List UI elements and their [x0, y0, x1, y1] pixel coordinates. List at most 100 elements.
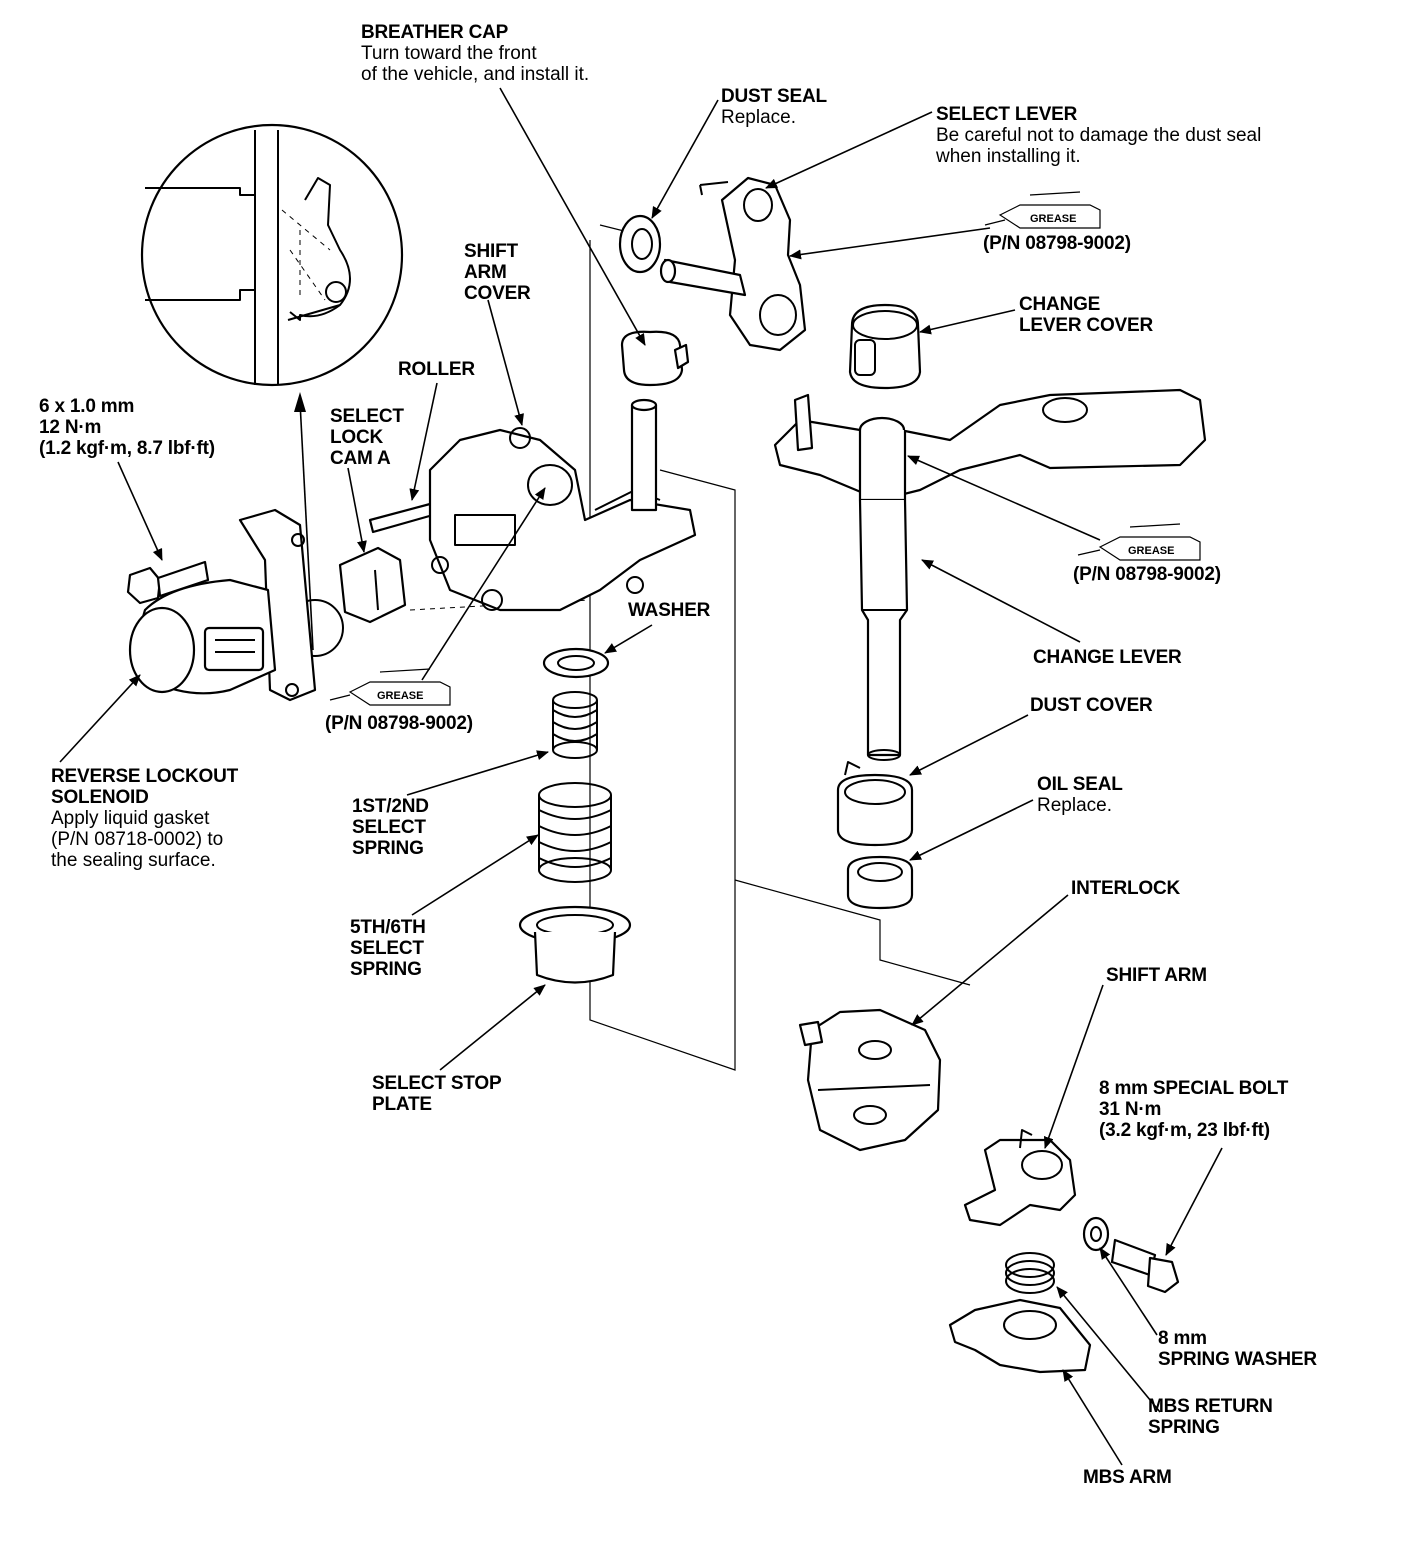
- grease-pn-1-text: (P/N 08798-9002): [983, 233, 1131, 254]
- label-grease-pn-2: (P/N 08798-9002): [325, 713, 473, 734]
- change-lever-cover-part: [848, 303, 922, 390]
- mbs-return-spring-line-1: MBS RETURN: [1148, 1396, 1273, 1417]
- bolt-6mm-size: 6 x 1.0 mm: [39, 396, 135, 417]
- spring-5th6th-line-2: SELECT: [350, 938, 424, 959]
- shift-arm-text: SHIFT ARM: [1106, 965, 1207, 986]
- label-reverse-lockout-solenoid: REVERSE LOCKOUT SOLENOID Apply liquid ga…: [51, 766, 238, 871]
- spring-washer-line-1: 8 mm: [1158, 1328, 1207, 1349]
- label-shift-arm: SHIFT ARM: [1106, 965, 1207, 986]
- select-stop-plate-line-2: PLATE: [372, 1094, 432, 1115]
- interlock-text: INTERLOCK: [1071, 878, 1181, 899]
- grease-tag-1-text: GREASE: [1030, 213, 1076, 225]
- rod-part: [630, 398, 658, 512]
- washer-part: [542, 647, 610, 679]
- spring-1st2nd-line-2: SELECT: [352, 817, 426, 838]
- reverse-lockout-note-3: the sealing surface.: [51, 850, 216, 871]
- grease-tag-3-text: GREASE: [377, 690, 423, 702]
- select-lock-cam-part: [338, 546, 407, 624]
- reverse-lockout-line-1: REVERSE LOCKOUT: [51, 766, 239, 787]
- dust-cover-text: DUST COVER: [1030, 695, 1153, 716]
- label-grease-pn-3: (P/N 08798-9002): [1073, 564, 1221, 585]
- dust-seal-title: DUST SEAL: [721, 86, 827, 107]
- shift-arm-part: [963, 1129, 1077, 1227]
- breather-cap-note-1: Turn toward the front: [361, 43, 537, 64]
- label-shift-arm-cover: SHIFT ARM COVER: [464, 241, 531, 304]
- label-breather-cap: BREATHER CAP Turn toward the front of th…: [361, 22, 589, 85]
- spring-5th6th-part: [538, 782, 612, 883]
- label-roller: ROLLER: [398, 359, 475, 380]
- label-mbs-return-spring: MBS RETURN SPRING: [1148, 1396, 1273, 1438]
- mbs-arm-part: [948, 1298, 1092, 1374]
- label-bolt-6mm: 6 x 1.0 mm 12 N·m (1.2 kgf·m, 8.7 lbf·ft…: [39, 396, 215, 459]
- spring-5th6th-line-1: 5TH/6TH: [350, 917, 426, 938]
- bolt-6mm-torque-alt: (1.2 kgf·m, 8.7 lbf·ft): [39, 438, 215, 459]
- grease-pn-2-text: (P/N 08798-9002): [325, 713, 473, 734]
- dust-cover-part: [836, 761, 914, 847]
- change-lever-part: [773, 388, 1207, 761]
- spring-1st2nd-part: [552, 691, 598, 759]
- breather-cap-part: [620, 330, 690, 387]
- label-washer: WASHER: [628, 600, 710, 621]
- grease-tag-3: GREASE: [329, 668, 451, 706]
- dust-seal-note: Replace.: [721, 107, 796, 128]
- change-lever-cover-line-2: LEVER COVER: [1019, 315, 1153, 336]
- spring-1st2nd-line-1: 1ST/2ND: [352, 796, 429, 817]
- bolt-6mm-part: [126, 560, 210, 605]
- label-change-lever-cover: CHANGE LEVER COVER: [1019, 294, 1153, 336]
- roller-part: [368, 502, 435, 534]
- label-change-lever: CHANGE LEVER: [1033, 647, 1182, 668]
- label-grease-pn-1: (P/N 08798-9002): [983, 233, 1131, 254]
- shift-arm-cover-line-2: ARM: [464, 262, 507, 283]
- oil-seal-note: Replace.: [1037, 795, 1112, 816]
- reverse-lockout-note-2: (P/N 08718-0002) to: [51, 829, 224, 850]
- mbs-arm-text: MBS ARM: [1083, 1467, 1172, 1488]
- magnified-detail: [140, 123, 404, 387]
- select-stop-plate-part: [518, 905, 632, 984]
- spring-1st2nd-line-3: SPRING: [352, 838, 424, 859]
- select-lever-note-1: Be careful not to damage the dust seal: [936, 125, 1262, 146]
- label-special-bolt: 8 mm SPECIAL BOLT 31 N·m (3.2 kgf·m, 23 …: [1099, 1078, 1288, 1141]
- reverse-lockout-note-1: Apply liquid gasket: [51, 808, 210, 829]
- reverse-lockout-solenoid-part: [128, 508, 317, 702]
- change-lever-text: CHANGE LEVER: [1033, 647, 1182, 668]
- special-bolt-size: 8 mm SPECIAL BOLT: [1099, 1078, 1289, 1099]
- spring-washer-line-2: SPRING WASHER: [1158, 1349, 1317, 1370]
- grease-tag-2: GREASE: [1077, 523, 1201, 561]
- shift-arm-cover-line-1: SHIFT: [464, 241, 518, 262]
- spring-washer-part: [1082, 1216, 1110, 1252]
- reverse-lockout-line-2: SOLENOID: [51, 787, 149, 808]
- breather-cap-title: BREATHER CAP: [361, 22, 509, 43]
- label-dust-seal: DUST SEAL Replace.: [721, 86, 827, 128]
- label-select-stop-plate: SELECT STOP PLATE: [372, 1073, 502, 1115]
- label-dust-cover: DUST COVER: [1030, 695, 1153, 716]
- special-bolt-torque-alt: (3.2 kgf·m, 23 lbf·ft): [1099, 1120, 1270, 1141]
- spring-5th6th-line-3: SPRING: [350, 959, 422, 980]
- mbs-return-spring-part: [1005, 1252, 1055, 1294]
- grease-pn-3-text: (P/N 08798-9002): [1073, 564, 1221, 585]
- label-select-lever: SELECT LEVER Be careful not to damage th…: [936, 104, 1261, 167]
- special-bolt-part: [1110, 1238, 1180, 1294]
- select-lever-title: SELECT LEVER: [936, 104, 1078, 125]
- label-spring-1st2nd: 1ST/2ND SELECT SPRING: [352, 796, 429, 859]
- select-lever-part: [659, 176, 807, 352]
- select-lock-cam-line-2: LOCK: [330, 427, 384, 448]
- label-spring-washer: 8 mm SPRING WASHER: [1158, 1328, 1317, 1370]
- roller-text: ROLLER: [398, 359, 475, 380]
- label-spring-5th6th: 5TH/6TH SELECT SPRING: [350, 917, 426, 980]
- dust-seal-part: [618, 214, 662, 274]
- select-stop-plate-line-1: SELECT STOP: [372, 1073, 502, 1094]
- oil-seal-title: OIL SEAL: [1037, 774, 1123, 795]
- shift-arm-cover-line-3: COVER: [464, 283, 531, 304]
- washer-text: WASHER: [628, 600, 711, 621]
- label-select-lock-cam: SELECT LOCK CAM A: [330, 406, 404, 469]
- interlock-part: [798, 1008, 942, 1152]
- change-lever-cover-line-1: CHANGE: [1019, 294, 1101, 315]
- label-interlock: INTERLOCK: [1071, 878, 1180, 899]
- special-bolt-torque: 31 N·m: [1099, 1099, 1162, 1120]
- oil-seal-part: [846, 855, 914, 910]
- leader-lines: [59, 87, 1223, 1466]
- grease-tag-2-text: GREASE: [1128, 545, 1174, 557]
- bolt-6mm-torque: 12 N·m: [39, 417, 102, 438]
